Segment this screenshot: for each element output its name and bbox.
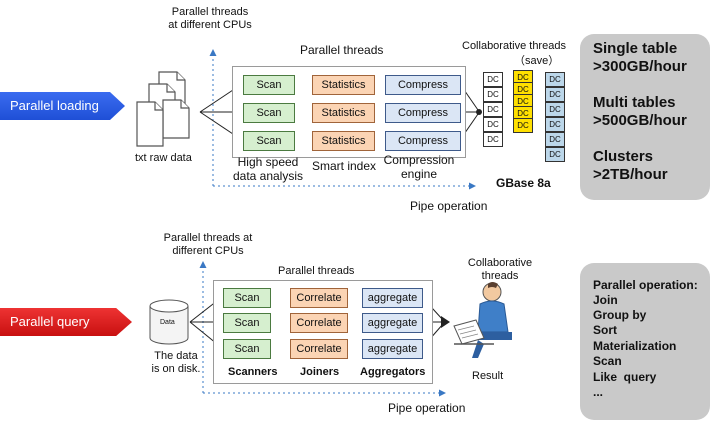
aggregate-box-3: aggregate [362, 339, 423, 359]
dc-cell: DC [483, 117, 503, 132]
op-item: Group by [593, 308, 647, 322]
dc-cell: DC [545, 72, 565, 87]
document-stack-icon [136, 71, 190, 147]
dc-cell: DC [545, 132, 565, 147]
op-item: Sort [593, 323, 617, 337]
parallel-threads-label-bottom: Parallel threads [278, 265, 355, 277]
stat-multi-tables: Multi tables >500GB/hour [593, 94, 687, 129]
parallel-loading-label: Parallel loading [10, 98, 99, 113]
dc-cell: DC [483, 132, 503, 147]
dc-cell: DC [513, 118, 533, 133]
threads-cpu-label-top: Parallel threads at different CPUs [168, 6, 252, 31]
database-icon [149, 299, 189, 345]
parallel-query-banner: Parallel query [0, 308, 132, 336]
parallel-query-label: Parallel query [10, 314, 90, 329]
save-label: （save） [514, 55, 560, 67]
dc-cell: DC [545, 147, 565, 162]
statistics-box-3: Statistics [312, 131, 375, 151]
op-item: ... [593, 385, 604, 399]
pipe-operation-label-bottom: Pipe operation [388, 401, 466, 415]
aggregate-box-1: aggregate [362, 288, 423, 308]
op-item: Scan [593, 354, 622, 368]
collaborative-threads-label-bottom: Collaborative threads [467, 257, 533, 282]
compression-engine-label: Compression engine [383, 153, 455, 181]
gbase-label: GBase 8a [496, 176, 551, 190]
ops-title: Parallel operation: [593, 278, 698, 292]
correlate-box-2: Correlate [290, 313, 348, 333]
compress-box-1: Compress [385, 75, 461, 95]
op-item: Join [593, 293, 618, 307]
dc-cell: DC [545, 117, 565, 132]
pipe-operation-label-top: Pipe operation [410, 199, 488, 213]
scan-query-box-2: Scan [223, 313, 271, 333]
disk-caption: The data is on disk. [151, 350, 201, 375]
txt-raw-data-label: txt raw data [135, 152, 192, 164]
scan-query-box-1: Scan [223, 288, 271, 308]
dc-cell: DC [545, 87, 565, 102]
operations-panel [580, 263, 710, 420]
op-item: Like query [593, 370, 657, 384]
correlate-box-1: Correlate [290, 288, 348, 308]
stat-clusters: Clusters >2TB/hour [593, 148, 668, 183]
scan-box-1: Scan [243, 75, 295, 95]
result-label: Result [472, 370, 504, 382]
dc-cell: DC [545, 102, 565, 117]
aggregators-label: Aggregators [360, 366, 426, 378]
dc-cell: DC [483, 102, 503, 117]
aggregate-box-2: aggregate [362, 313, 423, 333]
scan-query-box-3: Scan [223, 339, 271, 359]
threads-cpu-label-bottom: Parallel threads at different CPUs [163, 232, 253, 257]
statistics-box-1: Statistics [312, 75, 375, 95]
scan-box-2: Scan [243, 103, 295, 123]
user-at-computer-icon [453, 282, 512, 358]
stat-single-table: Single table >300GB/hour [593, 40, 687, 75]
compress-box-3: Compress [385, 131, 461, 151]
parallel-loading-banner: Parallel loading [0, 92, 125, 120]
scanners-label: Scanners [228, 366, 278, 378]
collaborative-threads-label-top: Collaborative threads [462, 40, 566, 52]
statistics-box-2: Statistics [312, 103, 375, 123]
compress-box-2: Compress [385, 103, 461, 123]
correlate-box-3: Correlate [290, 339, 348, 359]
op-item: Materialization [593, 339, 677, 353]
throughput-panel [580, 34, 710, 200]
joiners-label: Joiners [300, 366, 340, 378]
dc-cell: DC [483, 72, 503, 87]
parallel-threads-label-top: Parallel threads [300, 43, 384, 57]
dc-cell: DC [483, 87, 503, 102]
smart-index-label: Smart index [312, 159, 377, 173]
disk-data-label: Data [160, 319, 175, 326]
high-speed-analysis-label: High speed data analysis [232, 155, 304, 183]
scan-box-3: Scan [243, 131, 295, 151]
